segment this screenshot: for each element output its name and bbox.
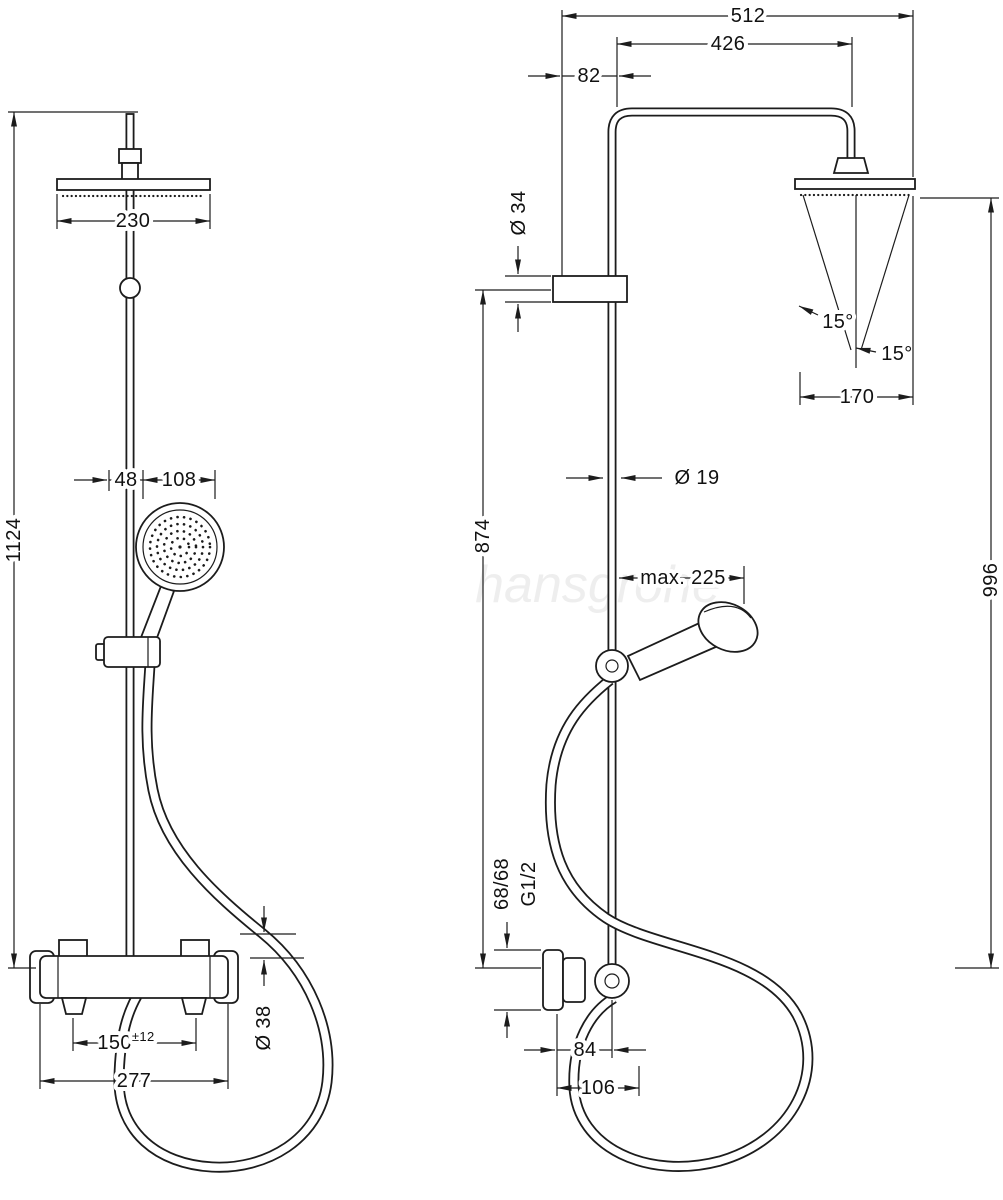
dim-max-225 — [619, 566, 745, 604]
side-view: 512 426 82 15° 15° 170 — [468, 1, 1003, 1172]
pipe-union-knob — [119, 277, 141, 299]
dim-pipe-diameter-label: Ø 19 — [675, 467, 720, 489]
watermark: hansgrohe — [475, 556, 721, 614]
dim-spray-angles — [798, 305, 877, 354]
dim-874-label: 874 — [472, 519, 494, 554]
side-overhead-shower — [794, 157, 916, 368]
dim-82-label: 82 — [577, 65, 600, 87]
side-handshower — [595, 601, 759, 683]
dim-upper-pipe-diameter — [505, 246, 551, 332]
dim-84-106 — [524, 1000, 646, 1096]
dim-48-108 — [74, 470, 216, 499]
side-outlet-assembly — [542, 949, 630, 1011]
dim-1124-label: 1124 — [3, 518, 25, 563]
front-shower-hose — [113, 663, 334, 1173]
dim-512-label: 512 — [731, 5, 766, 27]
side-column-pipe — [607, 107, 856, 970]
dim-874 — [475, 289, 551, 969]
dim-230 — [56, 194, 211, 229]
dim-277 — [39, 1004, 229, 1089]
dim-106-label: 106 — [581, 1077, 616, 1099]
side-shower-hose — [544, 675, 814, 1172]
dim-996-label: 996 — [980, 563, 1002, 598]
front-thermostat — [29, 939, 239, 1015]
thread-size-label: G1/2 — [518, 862, 540, 907]
dim-170 — [799, 196, 914, 405]
dim-max-225-label: max. 225 — [640, 567, 725, 589]
dim-426-label: 426 — [711, 33, 746, 55]
side-wall-bracket — [552, 275, 628, 303]
dim-hose-diameter — [240, 906, 304, 986]
dim-426 — [616, 37, 853, 107]
dim-277-label: 277 — [117, 1070, 152, 1092]
front-view: 1124 230 48 108 Ø 38 — [0, 111, 334, 1173]
dim-union-offset-label: 68/68 — [491, 858, 513, 910]
dim-48-label: 48 — [114, 469, 137, 491]
dim-108-label: 108 — [162, 469, 197, 491]
dim-512 — [561, 10, 914, 276]
dim-150 — [72, 1018, 197, 1051]
spray-angle-right-label: 15° — [881, 343, 912, 365]
dim-union-offset — [494, 922, 541, 1038]
spray-angle-left-label: 15° — [822, 311, 853, 333]
front-slider-holder — [95, 636, 161, 668]
front-handshower — [135, 502, 225, 648]
dim-170-label: 170 — [840, 386, 875, 408]
dim-upper-pipe-diameter-label: Ø 34 — [508, 191, 530, 236]
dim-996 — [920, 197, 999, 969]
dim-1124 — [8, 111, 138, 969]
dim-84-label: 84 — [573, 1039, 596, 1061]
dim-hose-diameter-label: Ø 38 — [253, 1006, 275, 1051]
dim-230-label: 230 — [116, 210, 151, 232]
front-overhead-shower — [56, 148, 211, 198]
front-column-pipe — [125, 113, 135, 960]
dim-150-label: 150±12 — [97, 1029, 154, 1055]
